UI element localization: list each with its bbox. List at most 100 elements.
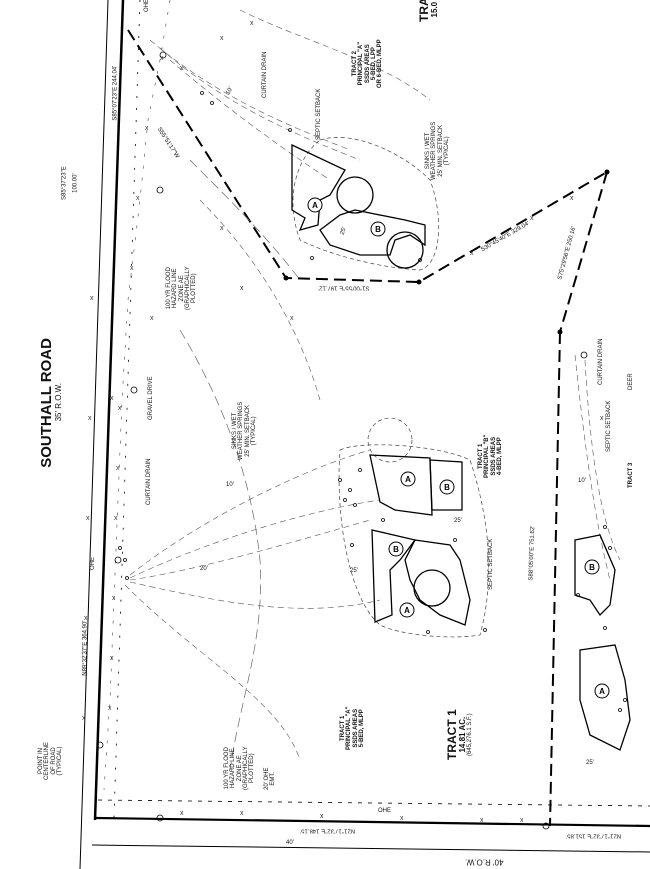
svg-text:x: x [570,195,574,202]
septic-setback-outline [292,137,490,638]
boundary-pin [604,169,610,175]
sinks-line: WEATHER SPRINGS [431,121,438,180]
boundary-pin [557,329,563,335]
area-letter-b: B [393,545,399,554]
flood-line [179,159,301,771]
tract1-area: 14.81 AC. [457,716,467,753]
tract2-ssds-areas [291,143,426,269]
setback-25-b: 25' [454,518,462,524]
svg-text:x: x [470,250,474,257]
tract2-line: OR 6-BED, MLPP [377,39,384,88]
area-marker-letters: A B A B B A B A [312,201,605,696]
septic-setback-note-1: SEPTIC SETBACK [316,88,322,140]
tract1b-line: SSDS AREAS [490,436,497,476]
svg-text:x: x [400,815,404,822]
bearing-tract2-bottom: S1°00'55"E 197.12' [318,284,370,291]
curtain-drain-note-1: CURTAIN DRAIN [262,51,268,98]
setback-10-c: 10' [578,478,586,484]
ohe-easement-note: 20' OHE EMT. [264,768,277,791]
area-letter-a: A [405,475,411,484]
ohe-emt-line: EMT. [270,771,277,786]
svg-text:x: x [90,295,94,302]
flood-line-text: PLOTTED) [249,753,256,784]
bearing-top-1: S85°37'23"E [61,166,68,200]
sinks-line: (TYPICAL) [443,136,450,166]
svg-text:x: x [86,515,90,522]
svg-text:x: x [88,415,92,422]
ohe-label-2: OHE [90,556,96,570]
tract2-line: SSDS AREAS [364,44,371,84]
svg-text:x: x [150,315,154,322]
ohe-label-3: OHE [378,808,392,814]
flood-line-text: HAZARD LINE [172,268,179,309]
bearing-top-2: S85°07'23"E 244.04' [112,65,119,121]
tract-top-right-title: TRA [417,0,431,22]
tract1-big-label: TRACT 1 14.81 AC. (645,276.1 S.F.) [445,709,473,760]
svg-text:x: x [530,215,534,222]
sinks-line: 25' MIN. SETBACK [437,124,444,177]
svg-text:x: x [110,395,114,402]
area-letter-a: A [599,687,605,696]
tract-top-right-label: TRA 15.0 [417,0,439,22]
point-centerline-note: POINT IN CENTERLINE OF ROAD (TYPICAL) [38,742,63,780]
road-row-bottom: 40' R.O.W. [465,857,504,867]
tract1b-label: TRACT 1 PRINCIPAL "B" SSDS AREAS 4-BED, … [478,435,503,478]
tract1-sqft: (645,276.1 S.F.) [466,713,473,757]
svg-text:x: x [180,65,184,72]
svg-text:x: x [160,55,164,62]
flood-note-1: 100 YR FLOOD HAZARD LINE ZONE AE (GRAPHI… [166,266,197,310]
sinks-line: WEATHER SPRINGS [238,401,245,460]
tract1-big-title: TRACT 1 [445,709,459,760]
area-letter-b: B [375,225,381,234]
easement-lines [124,9,621,761]
flood-line-text: HAZARD LINE [230,748,237,789]
tract3-ssds-areas [574,534,631,751]
tract1a-label: TRACT 1 PRINCIPAL "A" SSDS AREAS 5-BED, … [340,707,365,750]
road-name: SOUTHALL ROAD [37,338,55,468]
svg-text:x: x [136,195,140,202]
septic-setback-note-3: SEPTIC SETBACK [606,400,612,452]
boundary-pin [283,275,289,281]
bearing-bottom-2: N21°17'32"E 151.85' [566,832,622,839]
centerline-line: OF ROAD [50,747,57,775]
setback-20: 20' [200,566,208,572]
centerline-line: (TYPICAL) [56,746,63,776]
tract3-label: TRACT 3 [628,462,634,488]
svg-text:x: x [112,595,116,602]
tract1-ssds-areas [369,454,471,626]
svg-text:x: x [82,715,86,722]
tract1a-line: SSDS AREAS [352,708,359,748]
utility-poles [96,51,588,830]
svg-text:x: x [110,655,114,662]
svg-text:x: x [114,515,118,522]
deer-note: DEER [628,373,634,390]
bearing-road-line: N89°32'37"E 364.90' [82,620,89,676]
tract1a-line: 5-BED, MLPP [358,709,365,748]
svg-text:x: x [118,405,122,412]
svg-text:x: x [108,705,112,712]
svg-text:x: x [130,265,134,272]
flood-note-2: 100 YR FLOOD HAZARD LINE ZONE AE (GRAPHI… [224,746,255,790]
tract1b-line: 4-BED, MLPP [496,437,503,476]
svg-text:x: x [290,315,294,322]
tract-top-right-area: 15.0 [429,1,439,18]
svg-text:x: x [520,817,524,824]
svg-text:x: x [240,810,244,817]
curtain-drain-note-3: CURTAIN DRAIN [598,338,604,385]
sinks-note-tract2: SINKS / WET WEATHER SPRINGS 25' MIN. SET… [425,122,450,180]
ohe-label-1: OHE [144,0,150,12]
road-edges [79,0,650,869]
tract2-line: PRINCIPAL "A" [358,41,365,86]
sinks-line: (TYPICAL) [250,416,257,446]
boundary-pin [416,279,422,285]
flood-line-text: PLOTTED) [191,273,198,304]
svg-text:x: x [220,35,224,42]
setback-10-b: 10' [226,482,234,488]
tract1b-line: PRINCIPAL "B" [484,434,491,478]
svg-text:x: x [220,225,224,232]
septic-setback-note-2: SEPTIC SETBACK [488,538,494,590]
test-points [118,91,627,712]
centerline-line: CENTERLINE [44,741,51,780]
svg-text:x: x [480,817,484,824]
